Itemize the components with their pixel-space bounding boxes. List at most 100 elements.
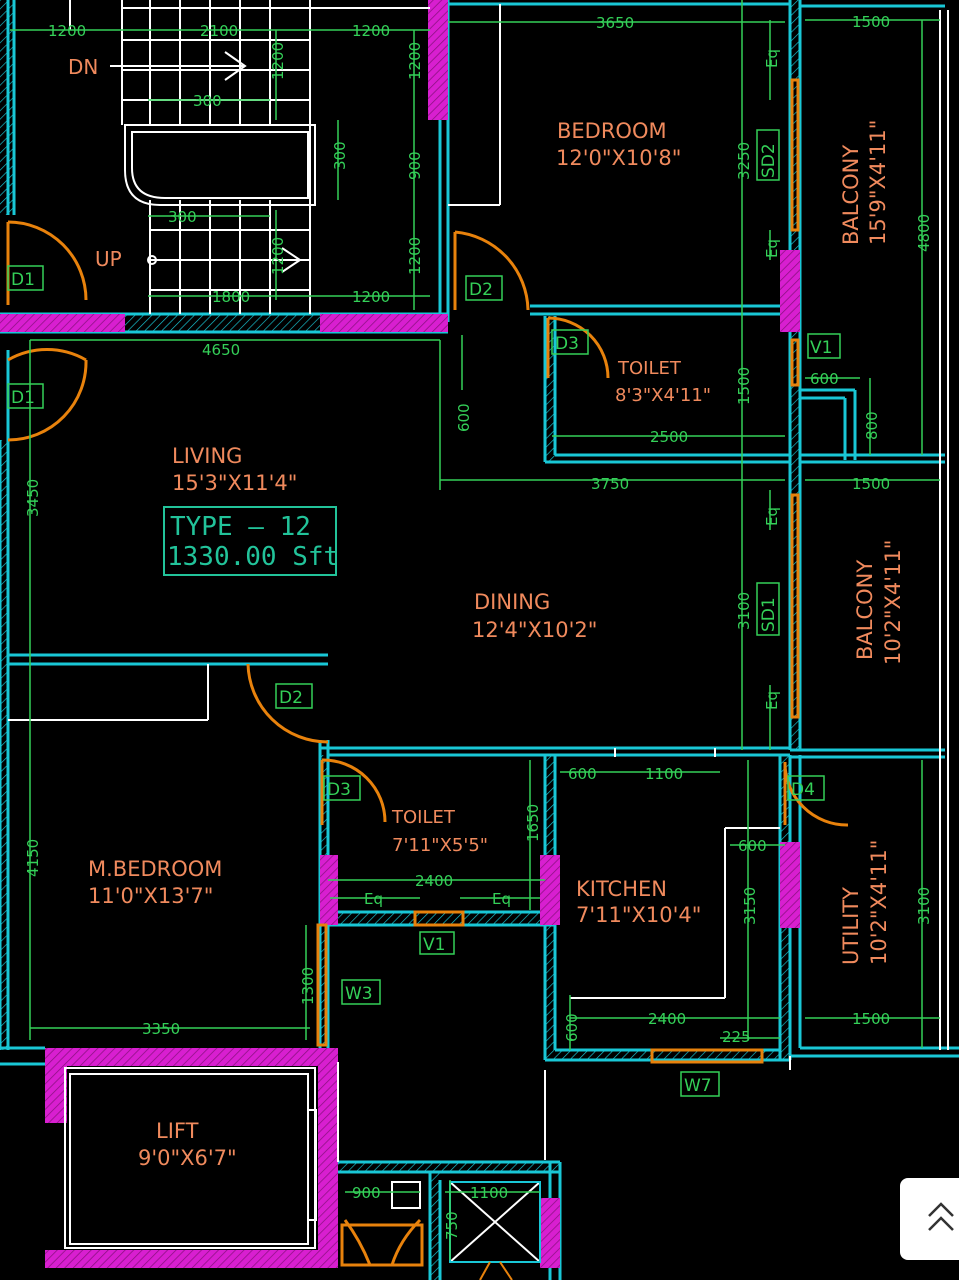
dimension-labels: 1200 2100 1200 3650 1500 300 300 1800 12… [24, 13, 933, 1240]
tag-sd2: SD2 [759, 143, 779, 178]
dim-label: 1500 [735, 367, 753, 405]
tag-d4: D4 [791, 780, 815, 800]
scroll-to-top-button[interactable] [900, 1178, 959, 1260]
tag-d2b: D2 [279, 688, 303, 708]
double-chevron-up-icon [928, 1202, 954, 1231]
dim-label: 225 [722, 1028, 751, 1046]
dim-label: 3750 [591, 475, 629, 493]
tag-v1b: V1 [423, 935, 445, 955]
dim-label: 1200 [269, 42, 287, 80]
dim-label: 3100 [915, 887, 933, 925]
dim-label: 1100 [645, 765, 683, 783]
balcony2-name: BALCONY [853, 560, 877, 660]
dim-label: 1500 [852, 13, 890, 31]
stair-arrows [110, 51, 302, 273]
dim-label: 800 [863, 411, 881, 440]
tag-w7: W7 [684, 1076, 712, 1096]
dim-label: 1200 [406, 237, 424, 275]
dim-label: 1500 [852, 475, 890, 493]
lift-size: 9'0"X6'7" [138, 1146, 237, 1170]
stairs-down-label: DN [68, 55, 98, 79]
dim-label: 1650 [524, 804, 542, 842]
dim-label: Eq [763, 691, 781, 710]
living-size: 15'3"X11'4" [172, 471, 297, 495]
dim-label: 4800 [915, 214, 933, 252]
dim-label: 3650 [596, 14, 634, 32]
mbedroom-size: 11'0"X13'7" [88, 884, 213, 908]
dim-label: 600 [568, 765, 597, 783]
dim-label: 1200 [352, 22, 390, 40]
dim-label: 3450 [24, 479, 42, 517]
dim-label: 3150 [741, 887, 759, 925]
dim-label: 300 [168, 208, 197, 226]
columns [0, 0, 800, 1268]
unit-type-box: TYPE – 12 1330.00 Sft [163, 506, 339, 576]
tag-d1b: D1 [11, 388, 35, 408]
dim-label: 1200 [352, 288, 390, 306]
balcony1-name: BALCONY [839, 145, 863, 245]
dim-label: 600 [738, 837, 767, 855]
utility-size: 10'2"X4'11" [867, 840, 891, 965]
tag-d3a: D3 [555, 334, 579, 354]
dim-label: 750 [443, 1211, 461, 1240]
dim-label: 1200 [406, 42, 424, 80]
unit-area: 1330.00 Sft [167, 542, 339, 572]
unit-type: TYPE – 12 [170, 512, 311, 542]
bedroom-name: BEDROOM [557, 119, 667, 143]
dim-label: 3250 [735, 142, 753, 180]
dim-label: Eq [763, 239, 781, 258]
tag-v1a: V1 [810, 338, 832, 358]
dim-label: 3100 [735, 592, 753, 630]
dim-label: 900 [406, 151, 424, 180]
toilet1-name: TOILET [617, 358, 682, 379]
kitchen-size: 7'11"X10'4" [576, 903, 701, 927]
dim-label: 1800 [212, 288, 250, 306]
dim-label: 4650 [202, 341, 240, 359]
stair-labels: DN UP [68, 55, 122, 271]
toilet2-size: 7'11"X5'5" [392, 835, 488, 856]
dim-label: 1200 [48, 22, 86, 40]
toilet1-size: 8'3"X4'11" [615, 385, 711, 406]
room-labels: BEDROOM 12'0"X10'8" TOILET 8'3"X4'11" BA… [88, 119, 905, 1170]
dim-label: 2100 [200, 22, 238, 40]
dim-label: 1300 [299, 967, 317, 1005]
dim-label: 600 [455, 403, 473, 432]
balcony1-size: 15'9"X4'11" [866, 120, 890, 245]
tag-sd1: SD1 [759, 597, 779, 632]
doors [6, 78, 849, 1267]
fixtures [8, 0, 949, 1280]
dim-label: 1200 [269, 237, 287, 275]
dim-label: Eq [763, 507, 781, 526]
dim-label: 1100 [470, 1184, 508, 1202]
toilet2-name: TOILET [391, 807, 456, 828]
bedroom-size: 12'0"X10'8" [556, 146, 681, 170]
kitchen-name: KITCHEN [576, 877, 667, 901]
hatched-walls [0, 0, 800, 1280]
dim-label: 600 [563, 1013, 581, 1042]
opening-tag-labels: D1 D1 D2 D3 D2 D3 D4 V1 V1 W3 W7 SD2 SD1 [11, 143, 832, 1096]
dim-label: 300 [193, 92, 222, 110]
opening-tags [7, 129, 841, 1097]
mbedroom-name: M.BEDROOM [88, 857, 222, 881]
lift-name: LIFT [156, 1119, 199, 1143]
tag-d2a: D2 [469, 280, 493, 300]
dimension-lines [10, 0, 940, 1260]
living-name: LIVING [172, 444, 242, 468]
dim-label: 3350 [142, 1020, 180, 1038]
dim-label: 2400 [648, 1010, 686, 1028]
tag-d3b: D3 [327, 780, 351, 800]
dim-label: 1500 [852, 1010, 890, 1028]
dim-label: 2500 [650, 428, 688, 446]
dining-name: DINING [474, 590, 550, 614]
utility-name: UTILITY [839, 887, 863, 965]
dim-label: 900 [352, 1184, 381, 1202]
dining-size: 12'4"X10'2" [472, 618, 597, 642]
dim-label: Eq [364, 890, 383, 908]
tag-w3: W3 [345, 984, 373, 1004]
dim-label: 2400 [415, 872, 453, 890]
dim-label: 600 [810, 370, 839, 388]
dim-label: 300 [331, 141, 349, 170]
dim-label: Eq [492, 890, 511, 908]
balcony2-size: 10'2"X4'11" [881, 540, 905, 665]
